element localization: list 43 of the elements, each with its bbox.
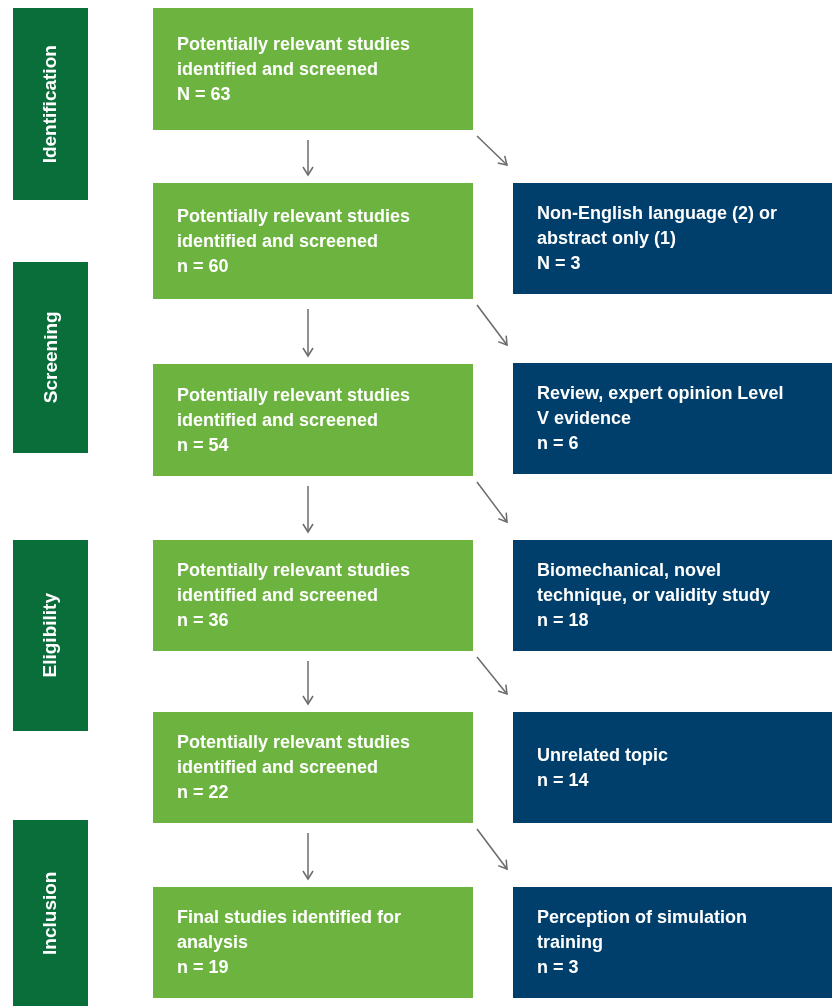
study-count: N = 3 (537, 252, 582, 275)
arrow (476, 656, 508, 695)
arrow (302, 660, 314, 705)
study-count: n = 54 (177, 433, 230, 457)
study-count: n = 60 (177, 254, 230, 278)
arrow (302, 308, 314, 357)
arrow (476, 481, 508, 523)
arrow (476, 828, 508, 870)
process-box (153, 712, 473, 823)
phase-band (13, 820, 88, 1006)
phase-label: Screening (38, 311, 62, 404)
box-title: Unrelated topic (537, 743, 670, 767)
process-box (153, 540, 473, 651)
process-box (153, 364, 473, 476)
process-box (153, 8, 473, 130)
arrow (302, 485, 314, 533)
study-count: n = 6 (537, 432, 580, 455)
arrow (302, 139, 314, 176)
study-count: n = 22 (177, 781, 230, 804)
box-title: Non-English language (2) or abstract only (1) (537, 202, 778, 250)
phase-label: Eligibility (38, 593, 62, 678)
phase-band (13, 8, 88, 200)
phase-band (13, 540, 88, 731)
phase-label: Inclusion (38, 871, 62, 955)
box-title: Potentially relevant studies identified and screened (177, 32, 412, 81)
study-count: n = 18 (537, 609, 590, 632)
study-count: n = 14 (537, 768, 590, 792)
study-count: n = 3 (537, 956, 580, 979)
phase-band (13, 262, 88, 453)
exclusion-box (513, 363, 832, 474)
exclusion-box (513, 887, 832, 998)
exclusion-box (513, 540, 832, 651)
phase-label: Identification (38, 44, 62, 164)
arrow (476, 135, 508, 166)
study-count: n = 36 (177, 609, 230, 632)
arrow (302, 832, 314, 880)
exclusion-box (513, 712, 832, 823)
process-box (153, 183, 473, 299)
study-count: n = 19 (177, 956, 230, 979)
study-count: N = 63 (177, 82, 232, 106)
process-box (153, 887, 473, 998)
exclusion-box (513, 183, 832, 294)
arrow (476, 304, 508, 346)
